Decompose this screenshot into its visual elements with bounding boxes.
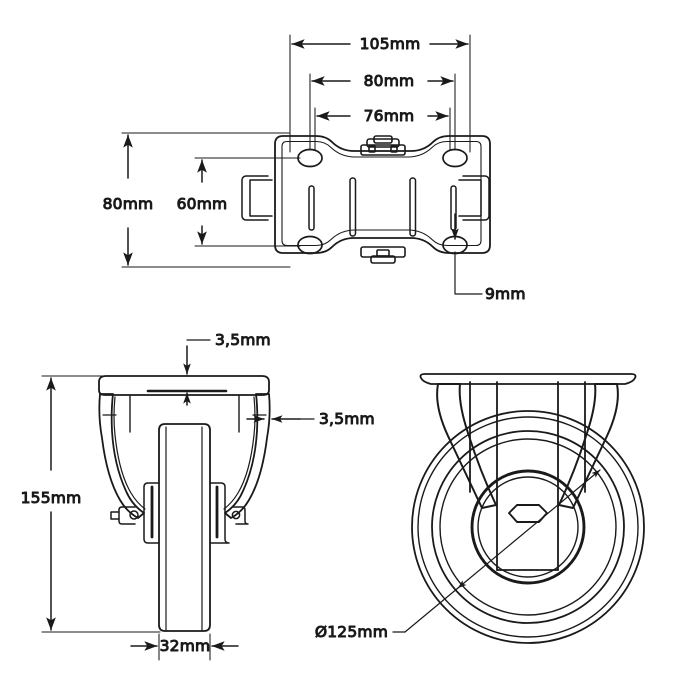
top-view bbox=[241, 135, 491, 264]
wheel-tread-circle bbox=[417, 416, 639, 638]
front-view-top-plate bbox=[419, 373, 637, 385]
top-view-center-boss-bottom bbox=[360, 246, 406, 264]
top-view-relief-slots bbox=[308, 177, 457, 237]
dimension-label-plate-width: 105mm bbox=[360, 35, 421, 53]
dimension-label-bolt-depth-spacing: 60mm bbox=[177, 195, 228, 213]
extension-lines-side bbox=[41, 375, 211, 661]
top-view-side-tabs bbox=[241, 175, 490, 221]
dimension-label-bolt-hole-diameter: 9mm bbox=[485, 285, 526, 303]
dimension-label-fork-thickness: 3,5mm bbox=[319, 410, 375, 428]
wheel-hub-inner-circle bbox=[477, 476, 579, 578]
dimension-label-wheel-width: 32mm bbox=[160, 637, 211, 655]
side-view bbox=[98, 375, 271, 632]
bolt-hole-top-right bbox=[442, 148, 468, 168]
side-view-wheel-tread-edges bbox=[165, 426, 203, 632]
dimension-label-overall-height: 155mm bbox=[21, 489, 82, 507]
dimension-76mm: 76mm bbox=[316, 107, 449, 126]
bolt-hole-top-left bbox=[297, 148, 323, 168]
dimension-group-vertical: 80mm 60mm bbox=[102, 132, 301, 268]
front-view-wheel bbox=[411, 410, 645, 644]
extension-lines-vertical bbox=[121, 132, 301, 268]
dimension-label-plate-thickness: 3,5mm bbox=[215, 331, 271, 349]
dimension-group-horizontal: 105mm 80mm 76mm bbox=[289, 34, 471, 153]
top-view-center-boss-top bbox=[360, 135, 406, 156]
side-view-frame-webs bbox=[129, 395, 240, 433]
extension-lines-horizontal bbox=[289, 34, 471, 153]
dimension-35mm-fork-thickness: 3,5mm bbox=[246, 410, 375, 429]
dimension-80mm-depth: 80mm bbox=[102, 134, 154, 266]
wheel-tread-inner-circle bbox=[431, 430, 625, 624]
dimension-105mm: 105mm bbox=[291, 35, 469, 54]
dimension-label-bolt-spacing-outer: 80mm bbox=[364, 72, 415, 90]
top-view-plate-outline bbox=[274, 135, 491, 254]
dimension-label-bolt-spacing-inner: 76mm bbox=[364, 107, 415, 125]
dimension-80mm-width: 80mm bbox=[311, 72, 454, 91]
wheel-rim-circle bbox=[439, 438, 617, 616]
dimension-35mm-plate-thickness: 3,5mm bbox=[183, 331, 271, 406]
dimension-group-side: 155mm 32mm 3,5mm 3,5mm bbox=[20, 331, 375, 661]
wheel-outer-circle bbox=[411, 410, 645, 644]
dimension-60mm: 60mm bbox=[176, 159, 228, 245]
side-view-wheel-hub bbox=[143, 482, 230, 544]
dimension-155mm: 155mm bbox=[20, 377, 82, 631]
side-view-wheel-hub-shadow bbox=[150, 485, 219, 539]
slot-center-right bbox=[409, 177, 417, 237]
side-view-wheel-tread bbox=[158, 423, 211, 632]
side-view-fork bbox=[98, 393, 271, 519]
bolt-hole-bottom-left bbox=[297, 235, 323, 255]
side-view-axle-nut bbox=[110, 506, 139, 525]
front-view-fork bbox=[436, 383, 619, 509]
dimension-label-plate-depth: 80mm bbox=[103, 195, 154, 213]
front-view bbox=[411, 373, 645, 644]
slot-left bbox=[308, 185, 315, 231]
dimension-diameter-125mm: Ø125mm bbox=[314, 469, 601, 642]
dimension-label-wheel-diameter: Ø125mm bbox=[315, 623, 388, 641]
side-view-axle-nut-right bbox=[231, 506, 249, 525]
dimension-9mm-hole: 9mm bbox=[451, 213, 526, 304]
slot-center-left bbox=[349, 177, 357, 237]
dimension-32mm: 32mm bbox=[130, 637, 239, 656]
